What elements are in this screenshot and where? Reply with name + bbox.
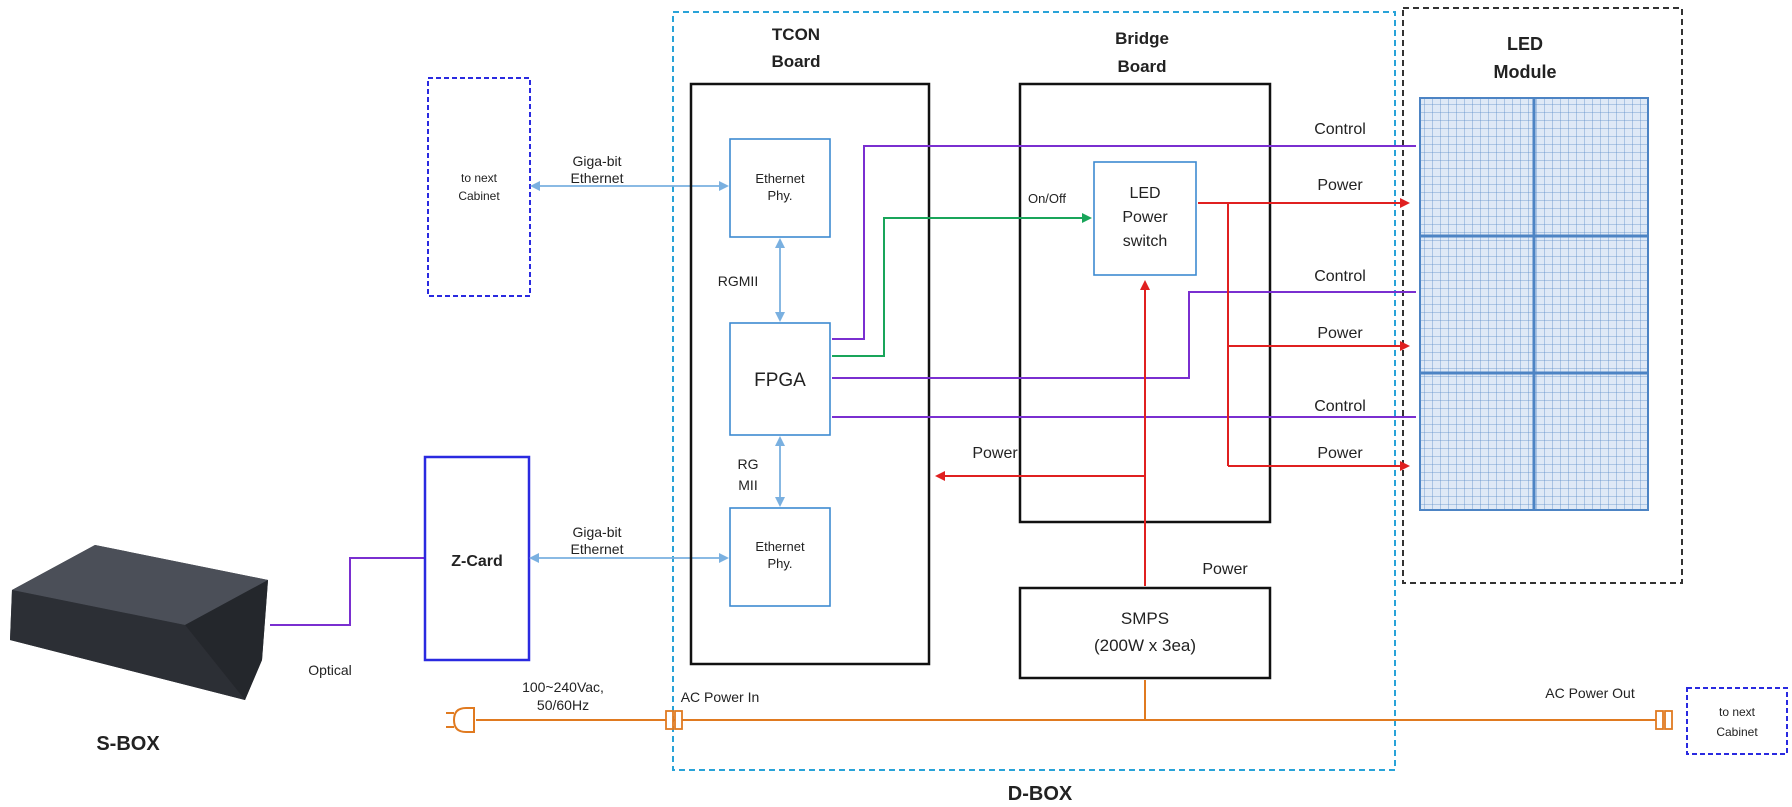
- next-cabinet-top-line2: Cabinet: [458, 189, 500, 203]
- ac-power-out-label: AC Power Out: [1545, 685, 1635, 701]
- rgmii-bottom-label-2: MII: [738, 477, 757, 493]
- ethernet-phy-top-line1: Ethernet: [755, 171, 805, 186]
- fpga-label: FPGA: [754, 370, 806, 391]
- led-module-title-1: LED: [1507, 34, 1543, 54]
- gigabit-top-line2: Ethernet: [571, 170, 624, 186]
- optical-line: [270, 558, 425, 625]
- ethernet-phy-top-line2: Phy.: [767, 188, 792, 203]
- gigabit-bottom-line1: Giga-bit: [572, 524, 621, 540]
- next-cabinet-right-line1: to next: [1719, 705, 1756, 719]
- power-plug-icon: [446, 708, 474, 732]
- led-power-switch-line3: switch: [1123, 233, 1167, 250]
- onoff-label: On/Off: [1028, 191, 1066, 206]
- ac-voltage-line1: 100~240Vac,: [522, 679, 604, 695]
- ac-voltage-line2: 50/60Hz: [537, 697, 589, 713]
- led-panel-grid: [1420, 98, 1648, 510]
- ethernet-phy-bottom-line1: Ethernet: [755, 539, 805, 554]
- gigabit-bottom-line2: Ethernet: [571, 541, 624, 557]
- power-label-1: Power: [1317, 177, 1363, 194]
- smps-line2: (200W x 3ea): [1094, 636, 1196, 655]
- gigabit-top-line1: Giga-bit: [572, 153, 621, 169]
- sbox-label: S-BOX: [96, 733, 160, 755]
- power-to-tcon-label: Power: [972, 445, 1018, 462]
- smps-box: [1020, 588, 1270, 678]
- dbox-label: D-BOX: [1008, 783, 1073, 805]
- ac-connector-out-icon: [1656, 711, 1672, 729]
- ethernet-phy-bottom-line2: Phy.: [767, 556, 792, 571]
- led-power-switch-line2: Power: [1122, 209, 1168, 226]
- control-label-2: Control: [1314, 268, 1366, 285]
- bridge-title-1: Bridge: [1115, 29, 1169, 48]
- set-top-box-icon: [0, 545, 268, 700]
- tcon-title-1: TCON: [772, 25, 820, 44]
- power-from-smps-label: Power: [1202, 561, 1248, 578]
- next-cabinet-right-box: [1687, 688, 1787, 754]
- tcon-title-2: Board: [771, 52, 820, 71]
- bridge-title-2: Board: [1117, 57, 1166, 76]
- optical-label: Optical: [308, 662, 352, 678]
- power-label-3: Power: [1317, 445, 1363, 462]
- led-power-switch-line1: LED: [1129, 185, 1160, 202]
- control-label-1: Control: [1314, 121, 1366, 138]
- next-cabinet-top-line1: to next: [461, 171, 498, 185]
- smps-line1: SMPS: [1121, 609, 1169, 628]
- next-cabinet-right-line2: Cabinet: [1716, 725, 1758, 739]
- led-module-title-2: Module: [1494, 62, 1557, 82]
- zcard-label: Z-Card: [451, 553, 503, 570]
- rgmii-top-label: RGMII: [718, 273, 758, 289]
- power-label-2: Power: [1317, 325, 1363, 342]
- ac-power-in-label: AC Power In: [681, 689, 760, 705]
- onoff-line: [832, 218, 1090, 356]
- next-cabinet-top-box: [428, 78, 530, 296]
- control-label-3: Control: [1314, 398, 1366, 415]
- rgmii-bottom-label-1: RG: [738, 456, 759, 472]
